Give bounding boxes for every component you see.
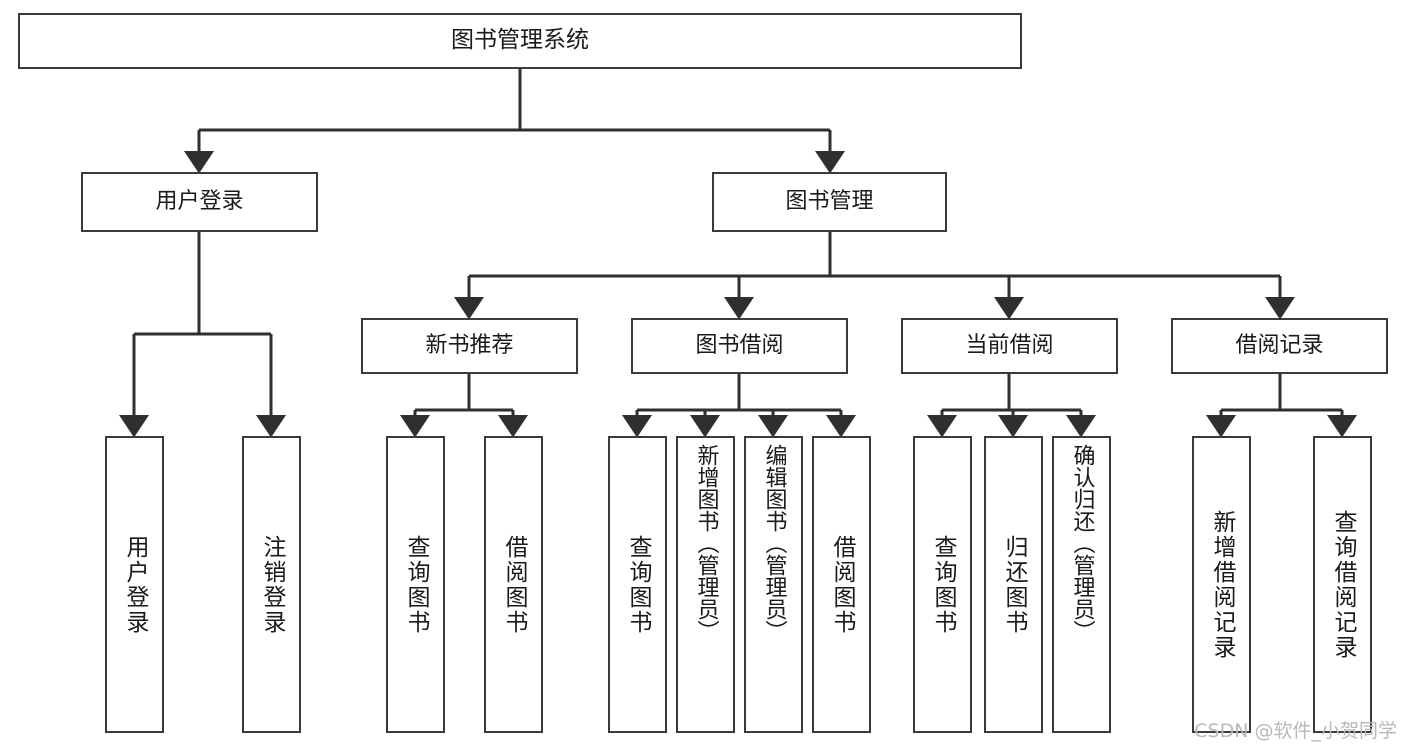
node-user-login[interactable]: 用户登录	[81, 172, 318, 232]
leaf-edit-book[interactable]: 编辑图书（管理员）	[744, 436, 803, 733]
leaf-add-book[interactable]: 新增图书（管理员）	[676, 436, 735, 733]
node-label: 归还图书	[1001, 534, 1027, 635]
node-label: 用户登录	[155, 189, 244, 215]
node-label: 查询图书	[403, 534, 429, 635]
leaf-query-book-current[interactable]: 查询图书	[913, 436, 972, 733]
node-label: 新增借阅记录	[1209, 509, 1235, 660]
node-label: 当前借阅	[965, 333, 1054, 359]
leaf-confirm-return[interactable]: 确认归还（管理员）	[1052, 436, 1111, 733]
node-label: 注销登录	[259, 534, 285, 635]
node-label: 查询图书	[930, 534, 956, 635]
node-label: 图书管理	[785, 189, 874, 215]
node-root-system[interactable]: 图书管理系统	[18, 13, 1022, 69]
node-label: 借阅图书	[829, 534, 855, 635]
node-label: 用户登录	[122, 534, 148, 635]
node-label: 新增图书（管理员）	[693, 444, 719, 642]
node-label: 图书管理系统	[451, 27, 589, 54]
leaf-logout[interactable]: 注销登录	[242, 436, 301, 733]
leaf-query-borrow-record[interactable]: 查询借阅记录	[1313, 436, 1372, 733]
leaf-return-book[interactable]: 归还图书	[984, 436, 1043, 733]
node-label: 编辑图书（管理员）	[761, 444, 787, 642]
node-label: 借阅图书	[501, 534, 527, 635]
node-label: 查询图书	[625, 534, 651, 635]
leaf-query-book-recommend[interactable]: 查询图书	[386, 436, 445, 733]
leaf-add-borrow-record[interactable]: 新增借阅记录	[1192, 436, 1251, 733]
node-label: 查询借阅记录	[1330, 509, 1356, 660]
node-borrow-record[interactable]: 借阅记录	[1171, 318, 1388, 374]
leaf-user-login[interactable]: 用户登录	[105, 436, 164, 733]
node-current-borrow[interactable]: 当前借阅	[901, 318, 1118, 374]
node-label: 确认归还（管理员）	[1069, 444, 1095, 642]
leaf-borrow-book-recommend[interactable]: 借阅图书	[484, 436, 543, 733]
node-label: 新书推荐	[425, 333, 514, 359]
watermark-text: CSDN @软件_小贺同学	[1194, 720, 1397, 742]
node-label: 借阅记录	[1235, 333, 1324, 359]
node-label: 图书借阅	[695, 333, 784, 359]
node-book-borrow[interactable]: 图书借阅	[631, 318, 848, 374]
node-book-manage[interactable]: 图书管理	[712, 172, 947, 232]
node-new-book-recommend[interactable]: 新书推荐	[361, 318, 578, 374]
leaf-borrow-book[interactable]: 借阅图书	[812, 436, 871, 733]
leaf-query-book-borrow[interactable]: 查询图书	[608, 436, 667, 733]
